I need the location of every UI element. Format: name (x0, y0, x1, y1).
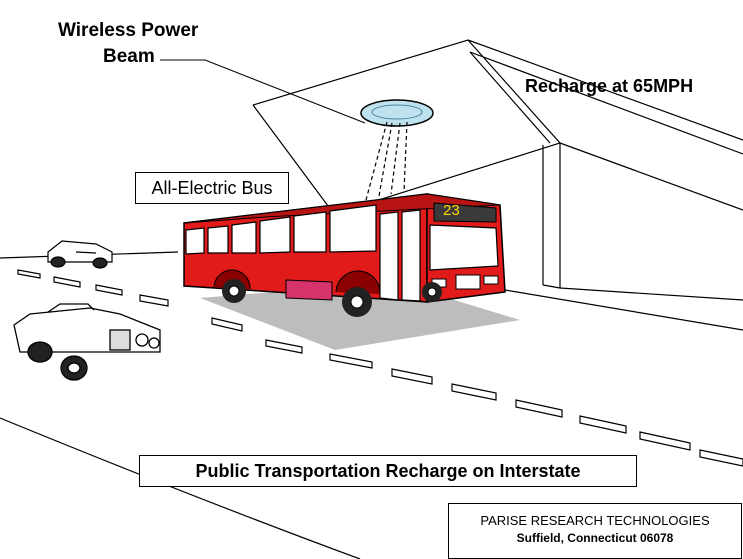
road-near-edge (0, 418, 360, 559)
near-car (14, 304, 160, 380)
company-box: PARISE RESEARCH TECHNOLOGIES Suffield, C… (448, 503, 742, 559)
bus-label-box: All-Electric Bus (135, 172, 289, 204)
wireless-power-label-line2: Beam (103, 46, 155, 68)
bus-label: All-Electric Bus (136, 173, 288, 203)
company-name: PARISE RESEARCH TECHNOLOGIES (449, 513, 741, 528)
far-car (48, 241, 112, 268)
company-address: Suffield, Connecticut 06078 (449, 531, 741, 545)
route-number: 23 (443, 202, 460, 219)
wireless-power-label-line1: Wireless Power (58, 20, 198, 42)
beam-callout-line (160, 60, 365, 123)
caption: Public Transportation Recharge on Inters… (140, 456, 636, 486)
recharge-label: Recharge at 65MPH (525, 76, 693, 97)
power-beams (366, 122, 407, 200)
road-right-edge (505, 290, 743, 330)
caption-box: Public Transportation Recharge on Inters… (139, 455, 637, 487)
